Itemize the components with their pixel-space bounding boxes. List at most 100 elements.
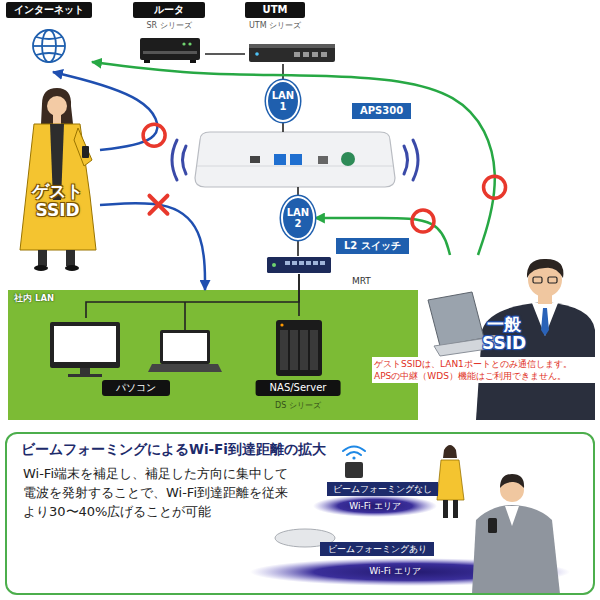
traffic-arrow xyxy=(315,218,450,255)
traffic-arrow xyxy=(53,72,157,150)
utm-device xyxy=(303,52,309,57)
utm-device xyxy=(255,52,259,56)
beam-illustration xyxy=(313,495,437,517)
radio-waves xyxy=(183,146,187,174)
bar-label: ビームフォーミングあり xyxy=(328,542,427,556)
access-point-node: APS300 xyxy=(195,132,395,187)
guest-woman-figure xyxy=(65,265,79,271)
header-label: ルータ xyxy=(133,2,205,18)
nas-device xyxy=(276,320,322,376)
access-point-device xyxy=(318,156,328,164)
guest-woman-figure xyxy=(47,96,67,116)
beam-illustration xyxy=(444,446,456,458)
nas-device xyxy=(290,330,298,370)
series-name: UTM シリーズ xyxy=(245,20,305,31)
allow-mark xyxy=(412,210,434,232)
beam-illustration xyxy=(472,505,560,594)
router-device xyxy=(182,42,185,45)
lan-drop-wire xyxy=(185,302,186,330)
network-wire xyxy=(205,53,245,55)
lan-drop-wire xyxy=(184,302,186,330)
allow-mark xyxy=(143,124,165,146)
laptop-pc xyxy=(163,333,207,361)
router-device xyxy=(140,38,200,60)
traffic-arrow xyxy=(100,203,205,290)
guest-woman-figure xyxy=(41,88,73,124)
router-device xyxy=(140,38,200,63)
nas-device xyxy=(300,330,308,370)
allow-mark xyxy=(143,124,165,146)
guest-user-node: ゲスト SSID xyxy=(12,88,100,272)
nas-device xyxy=(310,330,318,370)
globe-icon xyxy=(36,37,62,55)
nas-device xyxy=(276,320,322,376)
utm-node: UTMUTM シリーズ xyxy=(245,2,337,64)
l2-switch-device xyxy=(313,261,318,265)
desktop-pc xyxy=(50,322,120,368)
utm-device xyxy=(249,44,335,48)
utm-device xyxy=(249,44,335,62)
internet-node: インターネット xyxy=(6,2,92,72)
utm-device xyxy=(321,52,327,57)
beam-illustration xyxy=(500,474,524,488)
series-name: MRT xyxy=(352,276,371,286)
desktop-pc xyxy=(50,322,120,377)
network-wire xyxy=(297,187,299,196)
laptop-pc xyxy=(148,330,222,372)
beam-illustration xyxy=(343,447,365,456)
general-man-figure xyxy=(533,277,542,283)
device-label: パソコン xyxy=(102,380,170,396)
l2-switch-device xyxy=(272,263,276,267)
laptop-pc xyxy=(148,364,222,372)
router-device xyxy=(143,51,197,54)
router-device xyxy=(188,42,191,45)
ssid-label: 一般 SSID xyxy=(482,315,526,352)
general-man-figure xyxy=(541,308,549,336)
deny-mark xyxy=(149,196,167,214)
lan-area-fill xyxy=(8,290,418,420)
beam-illustration xyxy=(443,500,448,518)
globe-icon xyxy=(33,45,65,47)
nas-device xyxy=(280,323,283,326)
device-label: L2 スイッチ xyxy=(336,238,409,254)
port-label: LAN 2 xyxy=(287,207,309,229)
l2-switch-device xyxy=(292,261,297,265)
guest-woman-figure xyxy=(74,128,92,166)
caption-bar: ビームフォーミングあり xyxy=(320,542,434,556)
laptop-pc xyxy=(160,330,210,364)
desktop-pc xyxy=(68,374,102,377)
general-man-figure xyxy=(428,292,484,346)
allow-mark xyxy=(412,210,434,232)
radio-waves xyxy=(413,140,418,180)
deny-mark xyxy=(149,196,167,214)
utm-device xyxy=(312,52,318,57)
note-text: ゲストSSIDは、LAN1ポートとのみ通信します。 APSの中継（WDS）機能は… xyxy=(372,357,598,383)
area-label: 社内 LAN xyxy=(14,293,54,305)
beam-illustration xyxy=(437,460,464,500)
series-name: DS シリーズ xyxy=(275,400,321,411)
general-man-figure xyxy=(548,277,557,283)
radio-waves xyxy=(404,146,408,174)
header-label: インターネット xyxy=(6,2,92,18)
beam-illustration xyxy=(345,462,363,478)
access-point-device xyxy=(250,156,260,163)
allow-mark xyxy=(484,176,506,198)
l2-switch-device xyxy=(285,261,290,265)
caption-bar: ビームフォーミングなし xyxy=(327,482,438,496)
router-device xyxy=(144,60,150,63)
l2-switch-device xyxy=(306,261,311,265)
access-point-device xyxy=(195,132,395,187)
access-point-device xyxy=(195,132,395,187)
access-point-device xyxy=(197,166,393,167)
series-name: SR シリーズ xyxy=(133,20,205,31)
switch-node: L2 スイッチMRT xyxy=(266,256,332,274)
radio-waves xyxy=(172,140,177,180)
guest-woman-figure xyxy=(34,265,48,271)
beam-illustration xyxy=(505,506,519,526)
l2-switch-device xyxy=(320,261,325,265)
beam-illustration xyxy=(250,445,570,594)
feature-panel: ビームフォーミングによるWi-Fi到達距離の拡大Wi-Fi端末を補足し、補足した… xyxy=(5,432,595,595)
network-wire xyxy=(86,274,299,318)
